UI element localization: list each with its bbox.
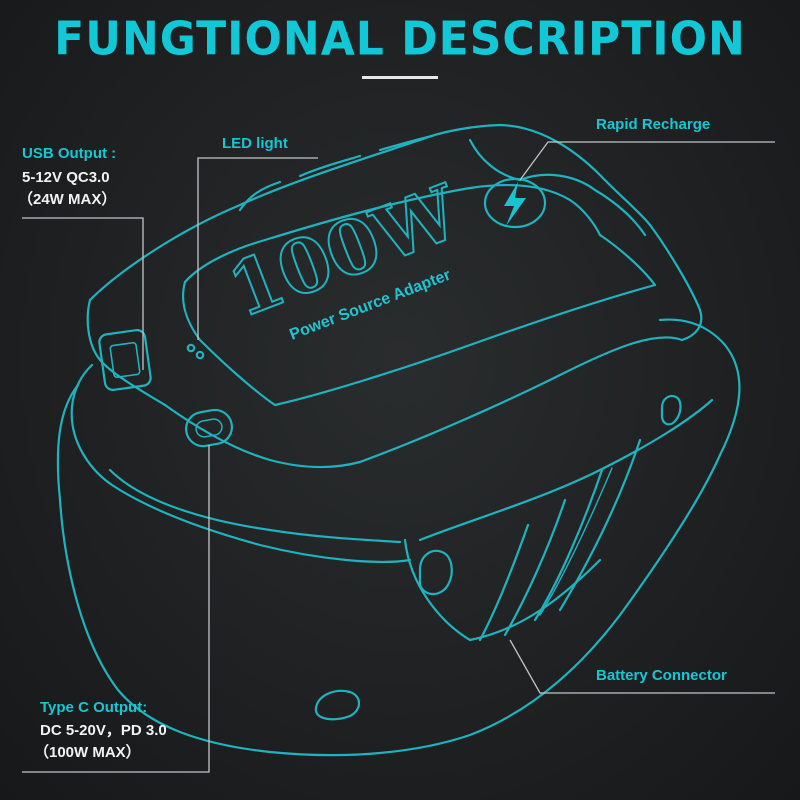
battery-connector-leader [509, 639, 775, 694]
led-light-label: LED light [222, 135, 288, 152]
adapter-base-outline [56, 318, 741, 757]
usb-c-port-icon [184, 408, 234, 448]
led-indicator-icon [186, 343, 205, 360]
page-title: FUNGTIONAL DESCRIPTION [54, 12, 746, 67]
battery-connector-label: Battery Connector [596, 667, 727, 684]
usb-a-port-icon [98, 329, 152, 391]
type-c-title: Type C Output: [40, 699, 148, 716]
usb-output-title: USB Output : [22, 145, 117, 162]
rapid-recharge-leader [519, 141, 775, 181]
usb-output-leader [22, 217, 144, 370]
usb-output-max: （24W MAX） [18, 191, 117, 208]
type-c-leader [22, 445, 210, 773]
lightning-bolt-icon [504, 182, 526, 226]
rapid-recharge-button [483, 177, 547, 229]
title-underline [362, 76, 438, 79]
top-plate-outline [183, 184, 602, 284]
rapid-recharge-label: Rapid Recharge [596, 116, 711, 133]
led-light-leader [197, 157, 318, 340]
type-c-max: （100W MAX） [34, 744, 141, 761]
usb-output-spec: 5-12V QC3.0 [22, 169, 110, 186]
type-c-spec: DC 5-20V，PD 3.0 [40, 722, 167, 739]
